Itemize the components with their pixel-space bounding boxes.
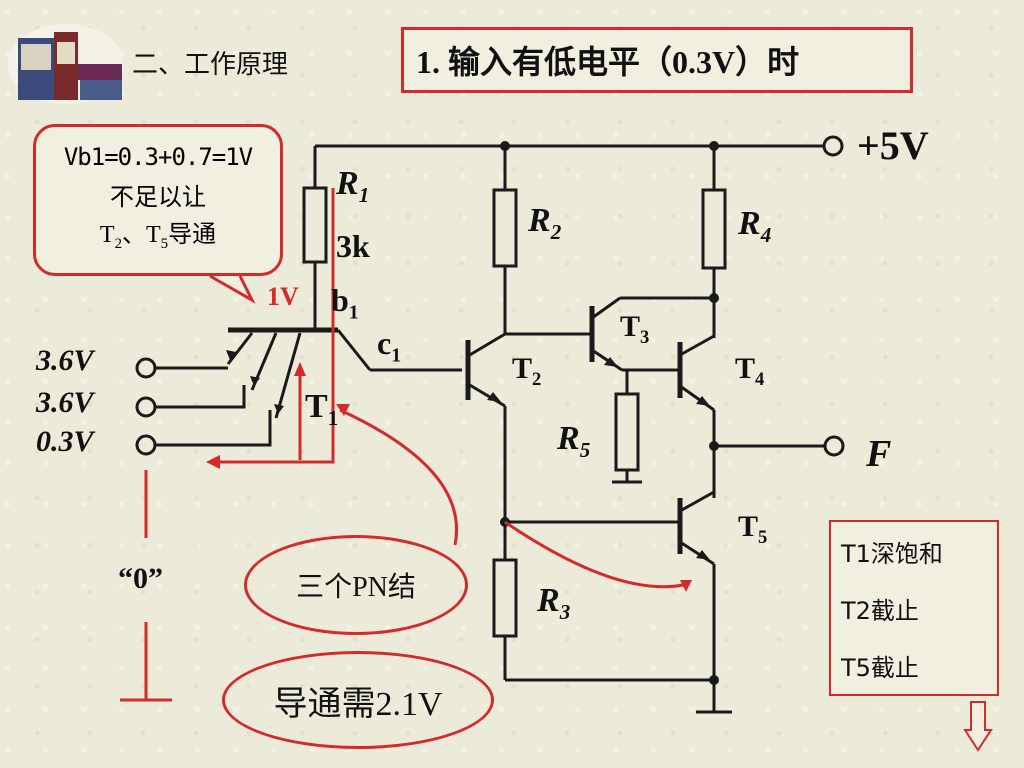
r5-label: R5 [557, 420, 591, 462]
input-a-voltage: 3.6V [36, 344, 94, 377]
note-bubble: Vb1=0.3+0.7=1V 不足以让 T2、T5导通 [33, 124, 283, 276]
t4-label: T4 [735, 352, 765, 390]
r2-label: R2 [528, 202, 562, 244]
books-logo-icon [6, 12, 126, 110]
t2-label: T2 [512, 352, 542, 390]
pn-junction-text: 三个PN结 [296, 572, 416, 603]
resistor-r4 [701, 188, 727, 270]
t1-label: T1 [305, 388, 339, 430]
section-heading: 二、工作原理 [132, 50, 289, 80]
input-terminal-a [135, 357, 157, 379]
resistor-r1 [302, 186, 328, 264]
resistor-r5 [614, 392, 640, 472]
down-arrow-icon[interactable] [963, 700, 993, 756]
red-arrowheads [206, 362, 692, 592]
output-terminal [823, 435, 845, 457]
c1-label: c1 [377, 325, 402, 367]
r4-label: R4 [738, 205, 772, 247]
pn-junction-ellipse: 三个PN结 [244, 535, 468, 635]
input-b-voltage: 3.6V [36, 386, 94, 419]
logic-zero-label: “0” [118, 562, 163, 595]
b1-label: b1 [331, 282, 359, 324]
output-label: F [866, 433, 892, 475]
terminals [135, 135, 845, 457]
input-terminal-c [135, 434, 157, 456]
resistors [302, 186, 727, 638]
resistor-r2 [492, 188, 518, 268]
state-t2: T2截止 [841, 597, 919, 625]
input-c-voltage: 0.3V [36, 425, 94, 458]
conduction-text: 导通需2.1V [273, 685, 443, 723]
conduction-ellipse: 导通需2.1V [222, 651, 494, 749]
t5-label: T5 [738, 510, 768, 548]
t3-label: T3 [620, 310, 650, 348]
transistor-state-box: T1深饱和 T2截止 T5截止 [829, 520, 999, 696]
supply-label: +5V [857, 123, 929, 168]
state-t5: T5截止 [841, 654, 919, 682]
slide-title: 1. 输入有低电平（0.3V）时 [401, 27, 913, 93]
state-t1: T1深饱和 [841, 540, 943, 568]
note-line-2: 不足以让 [110, 183, 206, 211]
red-annotations [120, 188, 689, 702]
r1-value: 3k [336, 228, 370, 264]
slide-title-text: 1. 输入有低电平（0.3V）时 [416, 44, 800, 80]
note-line-3: T2、T5导通 [99, 220, 217, 252]
supply-terminal [822, 135, 844, 157]
input-terminal-b [135, 396, 157, 418]
emitter-arrows [226, 350, 710, 560]
resistor-r3 [492, 558, 518, 638]
r1-label: R1 [336, 165, 370, 207]
circuit-wires [156, 144, 826, 714]
base-voltage-label: 1V [267, 282, 299, 311]
r3-label: R3 [537, 582, 571, 624]
base-voltage-equation: Vb1=0.3+0.7=1V [63, 143, 253, 171]
